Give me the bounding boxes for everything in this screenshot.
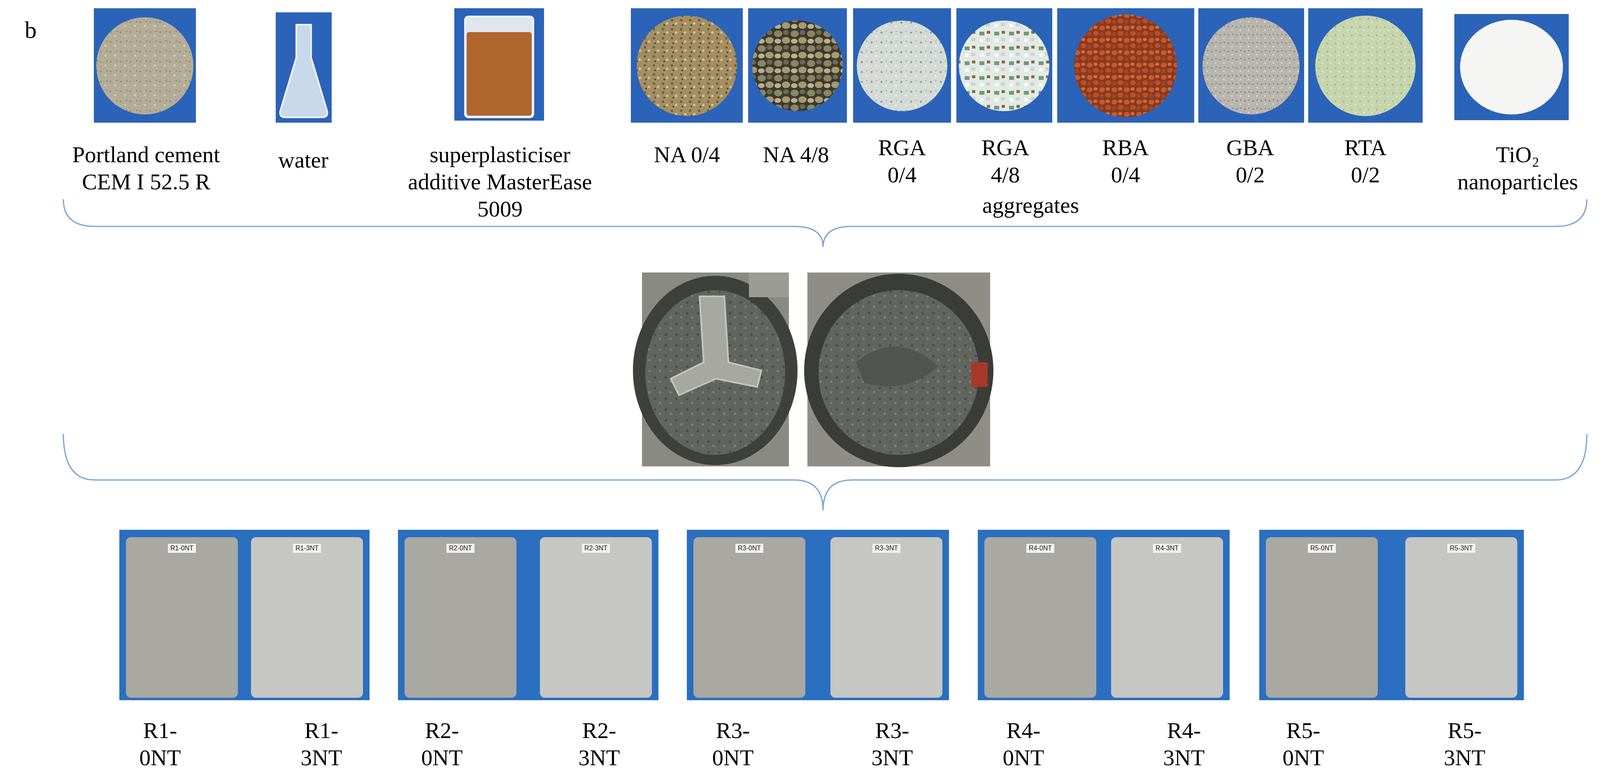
slab-tag: R1-3NT bbox=[293, 543, 321, 553]
caption: aggregates bbox=[982, 191, 1080, 219]
caption: R3- 0NT bbox=[706, 716, 760, 772]
caption: R4- 3NT bbox=[1157, 716, 1211, 772]
panel-letter: b bbox=[24, 16, 37, 44]
caption: R5- 0NT bbox=[1276, 716, 1331, 772]
slab-tag: R2-0NT bbox=[446, 543, 475, 553]
concrete-slab: R3-0NT bbox=[693, 537, 806, 698]
caption: R1- 3NT bbox=[294, 716, 349, 772]
concrete-slab: R2-0NT bbox=[404, 537, 517, 698]
slab-tag: R2-3NT bbox=[581, 543, 610, 553]
caption: GBA 0/2 bbox=[1221, 134, 1280, 189]
caption: R4- 0NT bbox=[996, 716, 1051, 772]
caption: NA 0/4 bbox=[653, 141, 720, 169]
concrete-slab: R1-3NT bbox=[251, 537, 363, 698]
concrete-slab: R5-0NT bbox=[1265, 537, 1378, 698]
caption: R1- 0NT bbox=[133, 716, 187, 772]
slab-panels bbox=[119, 529, 1524, 700]
caption: superplasticiser additive MasterEase 500… bbox=[395, 141, 605, 223]
caption: RTA 0/2 bbox=[1336, 134, 1395, 189]
slab-tag: R1-0NT bbox=[167, 543, 196, 553]
slab-tag: R3-3NT bbox=[872, 543, 901, 553]
slab-tag: R5-0NT bbox=[1307, 543, 1336, 553]
material-photos bbox=[93, 8, 1569, 123]
concrete-slab: R5-3NT bbox=[1405, 537, 1518, 698]
mixing-photos bbox=[632, 272, 994, 468]
caption: RBA 0/4 bbox=[1096, 134, 1155, 189]
slab-tag: R4-3NT bbox=[1153, 543, 1182, 553]
caption: Portland cement CEM I 52.5 R bbox=[59, 141, 233, 196]
caption: water bbox=[278, 146, 329, 174]
caption: NA 4/8 bbox=[762, 141, 829, 169]
concrete-slab: R4-3NT bbox=[1111, 537, 1224, 698]
concrete-slab: R3-3NT bbox=[830, 537, 943, 698]
caption: R2- 3NT bbox=[572, 716, 626, 772]
concrete-slab: R4-0NT bbox=[984, 537, 1097, 698]
concrete-slab: R1-0NT bbox=[125, 537, 238, 698]
caption: R2- 0NT bbox=[415, 716, 469, 772]
slab-tag: R3-0NT bbox=[735, 543, 764, 553]
slab-tag: R4-0NT bbox=[1026, 543, 1055, 553]
brace bbox=[63, 199, 1587, 247]
caption: TiO₂ nanoparticles bbox=[1447, 141, 1588, 196]
concrete-slab: R2-3NT bbox=[539, 537, 652, 698]
caption: RGA 4/8 bbox=[976, 134, 1035, 189]
caption: R3- 3NT bbox=[865, 716, 919, 772]
caption: R5- 3NT bbox=[1437, 716, 1492, 772]
caption: RGA 0/4 bbox=[873, 134, 931, 189]
slab-tag: R5-3NT bbox=[1447, 543, 1476, 553]
